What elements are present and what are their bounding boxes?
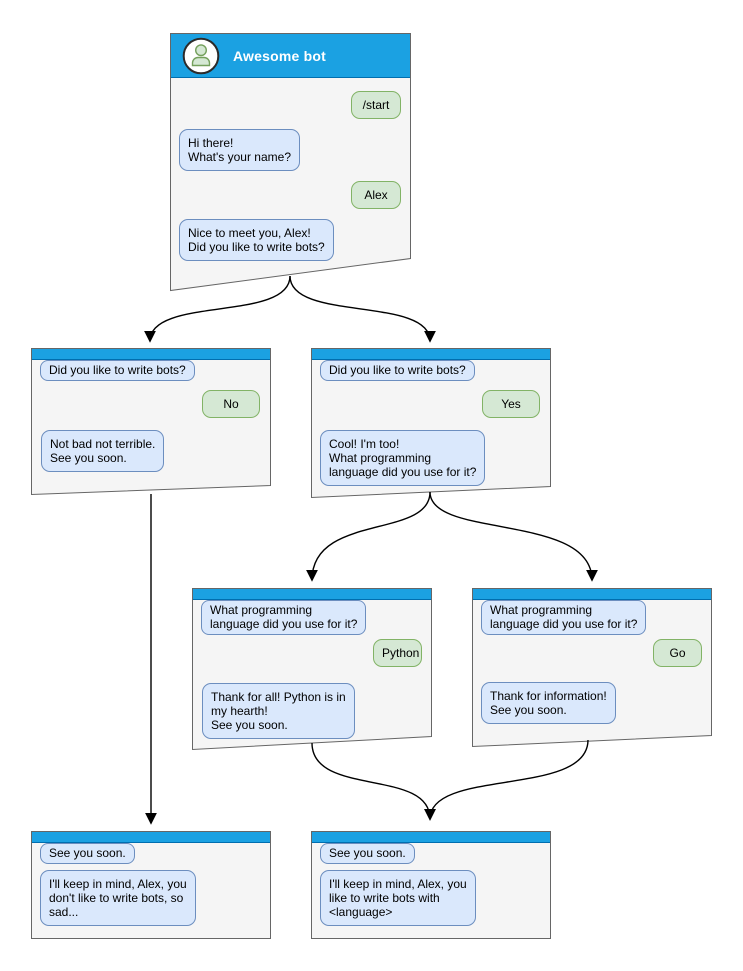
- chat-header: [193, 589, 431, 600]
- connector-yes-to-python: [306, 491, 431, 582]
- bot-message-bubble: Cool! I'm too! What programming language…: [320, 430, 486, 486]
- bot-message-bubble: What programming language did you use fo…: [481, 600, 647, 635]
- bot-message-bubble: Hi there! What's your name?: [179, 129, 301, 171]
- chat-title: Awesome bot: [233, 47, 326, 64]
- connector-yes-to-go: [429, 491, 598, 582]
- user-message-bubble: Python: [373, 639, 422, 667]
- user-message-bubble: Yes: [482, 390, 540, 418]
- chat-header: Awesome bot: [171, 34, 410, 78]
- user-message-bubble: Alex: [351, 181, 401, 209]
- bot-message-bubble: See you soon.: [40, 843, 135, 864]
- chat-header: [32, 832, 270, 843]
- bot-message-bubble: Thank for all! Python is in my hearth! S…: [202, 683, 355, 739]
- bot-message-bubble: What programming language did you use fo…: [201, 600, 367, 635]
- bot-message-bubble: Thank for information! See you soon.: [481, 682, 616, 724]
- bot-message-bubble: Nice to meet you, Alex! Did you like to …: [179, 219, 334, 261]
- person-avatar-icon: [182, 37, 220, 74]
- user-message-bubble: No: [202, 390, 260, 418]
- chat-header: [312, 349, 550, 360]
- connector-main-to-no: [144, 275, 291, 343]
- chat-window-yes-branch: Did you like to write bots? Yes Cool! I'…: [311, 348, 551, 498]
- bot-message-bubble: See you soon.: [320, 843, 415, 864]
- chat-window-end-no: See you soon. I'll keep in mind, Alex, y…: [31, 831, 271, 939]
- chat-header: [473, 589, 711, 600]
- chat-window-no-branch: Did you like to write bots? No Not bad n…: [31, 348, 271, 495]
- chat-window-python-branch: What programming language did you use fo…: [192, 588, 432, 750]
- bot-message-bubble: Did you like to write bots?: [320, 360, 475, 381]
- chat-header: [312, 832, 550, 843]
- chat-header: [32, 349, 270, 360]
- chat-window-go-branch: What programming language did you use fo…: [472, 588, 712, 747]
- user-message-bubble: Go: [653, 639, 702, 667]
- connector-main-to-yes: [289, 275, 436, 343]
- bot-message-bubble: Not bad not terrible. See you soon.: [41, 430, 165, 472]
- chat-window-end-lang: See you soon. I'll keep in mind, Alex, y…: [311, 831, 551, 939]
- bot-message-bubble: I'll keep in mind, Alex, you don't like …: [40, 870, 196, 926]
- connector-python-to-end: [311, 742, 436, 821]
- bot-message-bubble: Did you like to write bots?: [40, 360, 195, 381]
- bot-message-bubble: I'll keep in mind, Alex, you like to wri…: [320, 870, 476, 926]
- connector-go-to-end: [424, 739, 589, 821]
- chat-window-main: Awesome bot /start Hi there! What's your…: [170, 33, 411, 291]
- user-message-bubble: /start: [351, 91, 401, 119]
